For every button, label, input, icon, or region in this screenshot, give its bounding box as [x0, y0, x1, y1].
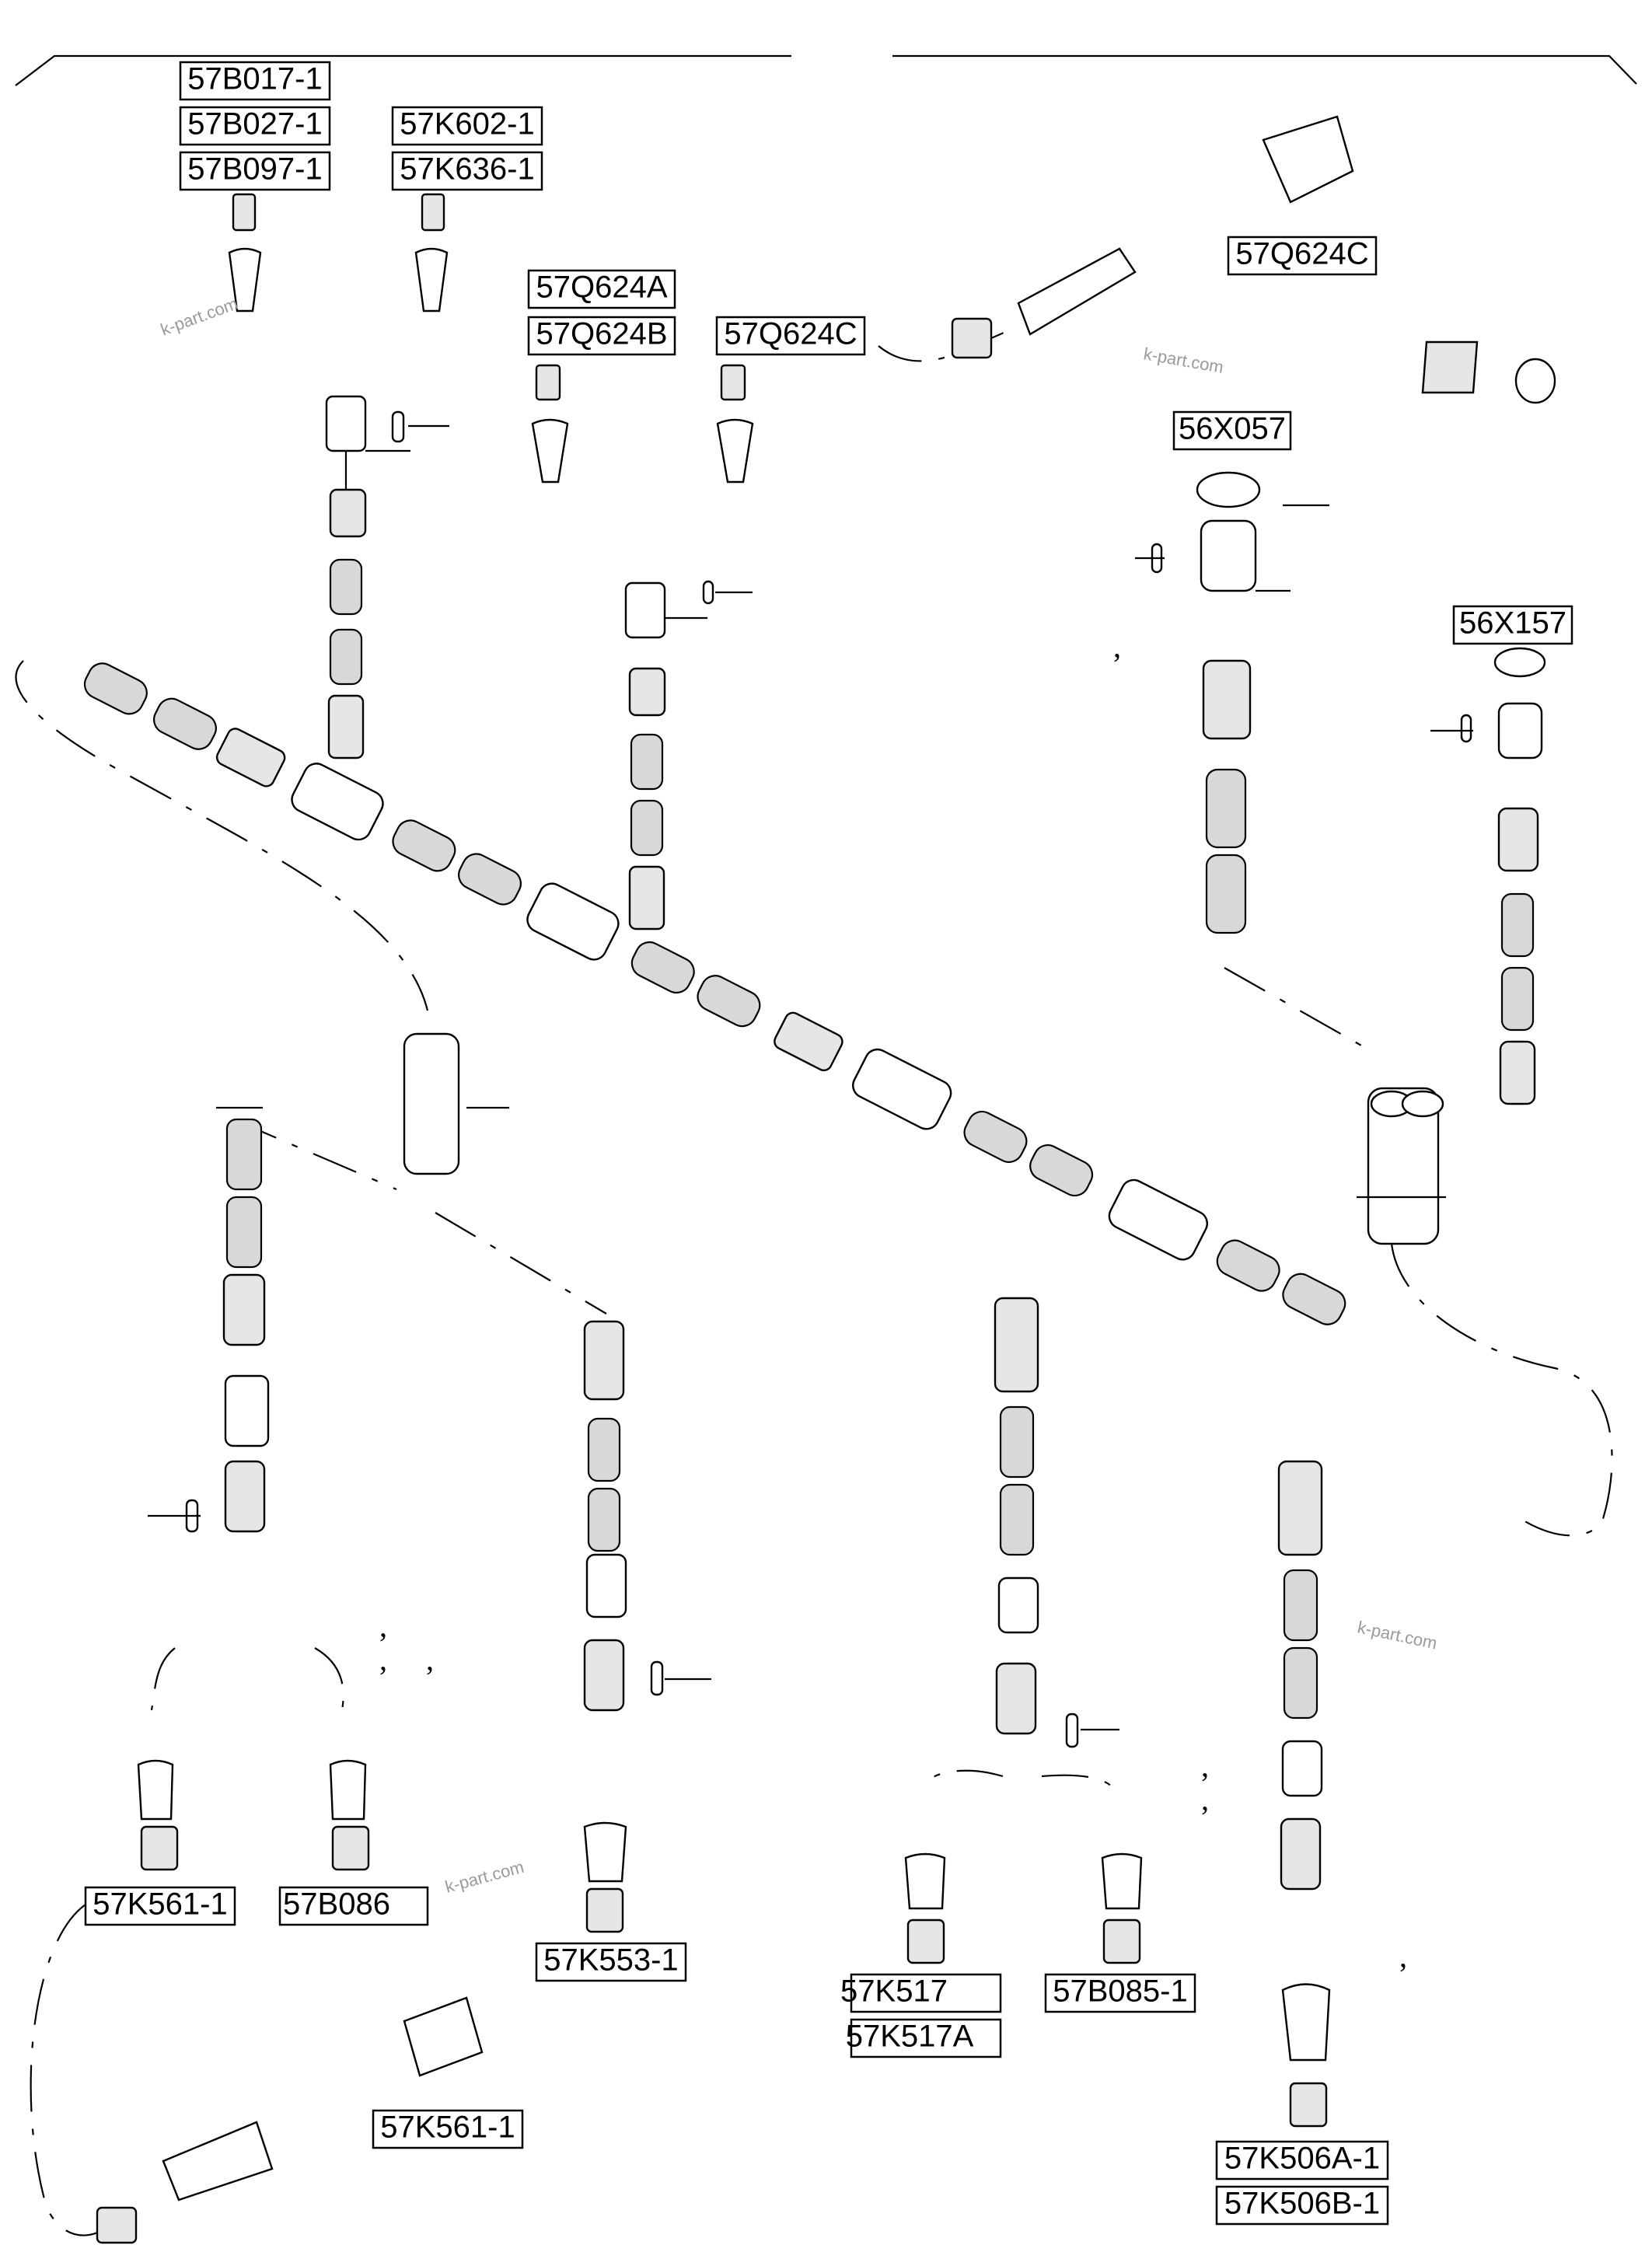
label-57k561-1-bottom: 57K561-1	[372, 2109, 524, 2149]
frame-border	[15, 54, 1637, 86]
svg-text:,: ,	[426, 1642, 434, 1677]
branch-6-center-bottom	[583, 1320, 627, 1712]
branch-7-right-bottom	[994, 1297, 1039, 1735]
label-57k636-1: 57K636-1	[391, 151, 543, 191]
svg-text:57K561-1: 57K561-1	[380, 2111, 515, 2145]
label-57b027-1: 57B027-1	[179, 106, 331, 146]
svg-text:57B086: 57B086	[283, 1887, 390, 1922]
branch-2-top-center	[624, 581, 666, 930]
label-57k561-1-left: 57K561-1	[84, 1886, 236, 1926]
svg-text:56X057: 56X057	[1179, 412, 1286, 446]
svg-text:57K517A: 57K517A	[846, 2020, 974, 2054]
label-56x057: 56X057	[1172, 410, 1292, 451]
svg-text:57B085-1: 57B085-1	[1053, 1974, 1187, 2009]
label-57k602-1: 57K602-1	[391, 106, 543, 146]
svg-text:57Q624C: 57Q624C	[1235, 237, 1368, 271]
leader-lines	[148, 424, 1473, 1731]
label-57b017-1: 57B017-1	[179, 61, 331, 101]
watermark: k-part.com	[1356, 1617, 1439, 1653]
svg-text:57K553-1: 57K553-1	[543, 1943, 678, 1978]
svg-text:57Q624C: 57Q624C	[724, 317, 857, 351]
label-57b086: 57B086	[278, 1886, 429, 1926]
svg-text:57Q624B: 57Q624B	[536, 317, 667, 351]
harness-paths	[15, 325, 1613, 2236]
label-57k517: 57K517	[840, 1973, 1002, 2013]
main-conduit	[83, 662, 1346, 1325]
label-57k506a-1: 57K506A-1	[1215, 2140, 1389, 2180]
svg-text:57K561-1: 57K561-1	[93, 1887, 227, 1922]
svg-text:57K602-1: 57K602-1	[400, 107, 534, 141]
branch-4-far-right	[1493, 647, 1546, 1105]
label-57k506b-1: 57K506B-1	[1215, 2185, 1389, 2226]
watermark: k-part.com	[158, 294, 240, 340]
svg-text:57B027-1: 57B027-1	[187, 107, 322, 141]
svg-text:,: ,	[379, 1608, 387, 1643]
label-57q624c-top: 57Q624C	[1227, 236, 1378, 276]
svg-text:57B097-1: 57B097-1	[187, 152, 322, 187]
label-57q624c-center: 57Q624C	[715, 316, 866, 356]
svg-text:56X157: 56X157	[1459, 606, 1566, 641]
svg-text:57K506A-1: 57K506A-1	[1224, 2142, 1380, 2176]
svg-text:57B017-1: 57B017-1	[187, 62, 322, 96]
svg-text:,: ,	[1201, 1782, 1209, 1817]
label-57k553-1: 57K553-1	[535, 1942, 687, 1982]
label-57b097-1: 57B097-1	[179, 151, 331, 191]
svg-text:57K636-1: 57K636-1	[400, 152, 534, 187]
branch-5-left-bottom	[222, 1118, 270, 1533]
label-57q624b: 57Q624B	[527, 316, 676, 356]
label-57b085-1: 57B085-1	[1044, 1973, 1196, 2013]
label-57q624a: 57Q624A	[527, 269, 676, 309]
cable-tie-sleeve	[1421, 340, 1556, 404]
label-56x157: 56X157	[1452, 605, 1573, 645]
comma-marks: , , , , , , ,	[379, 629, 1407, 1974]
labels: 57B017-1 57B027-1 57B097-1 57K602-1 57K6…	[84, 61, 1573, 2226]
branch-3-right	[1196, 471, 1261, 934]
label-57k517a: 57K517A	[846, 2018, 1002, 2058]
svg-text:57K517: 57K517	[840, 1974, 948, 2009]
branch-1-top-left	[325, 395, 367, 759]
branch-8-far-right-bottom	[1277, 1460, 1323, 1891]
svg-text:,: ,	[1399, 1939, 1407, 1974]
watermark: k-part.com	[1142, 344, 1225, 377]
svg-text:,: ,	[1201, 1748, 1209, 1783]
svg-text:57K506B-1: 57K506B-1	[1224, 2187, 1380, 2221]
svg-text:,: ,	[379, 1642, 387, 1677]
watermark: k-part.com	[443, 1857, 526, 1897]
t-junctions	[403, 1032, 1444, 1245]
svg-text:57Q624A: 57Q624A	[536, 271, 667, 305]
svg-text:,: ,	[1113, 629, 1121, 664]
connectors	[96, 115, 1354, 2244]
